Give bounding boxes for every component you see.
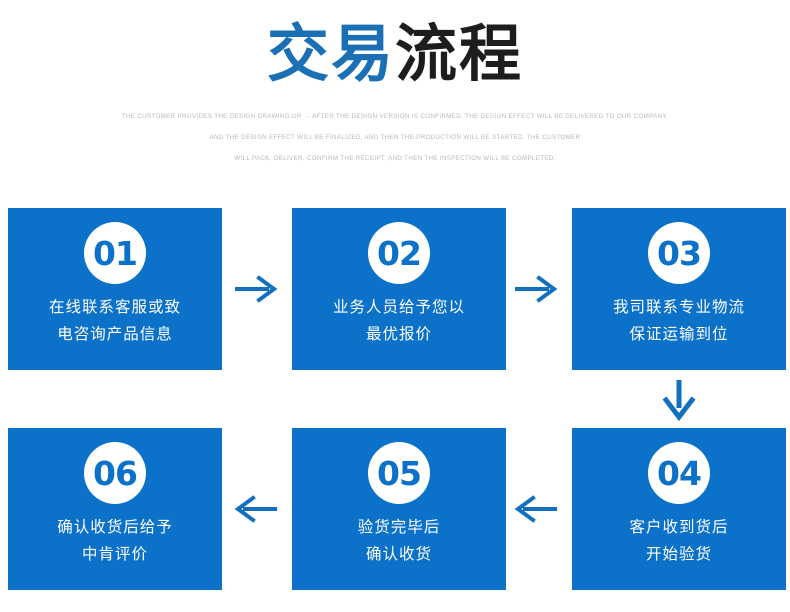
step-caption-04: 客户收到货后 开始验货 — [629, 514, 728, 568]
step-caption-04-line2: 开始验货 — [645, 545, 712, 563]
step-caption-01-line2: 电咨询产品信息 — [57, 325, 173, 343]
step-number-circle-06: 06 — [84, 442, 146, 504]
step-card-02[interactable]: 02 业务人员给予您以 最优报价 — [292, 208, 506, 370]
step-number-02: 02 — [377, 233, 422, 273]
step-number-circle-01: 01 — [84, 222, 146, 284]
step-caption-03-line1: 我司联系专业物流 — [612, 298, 745, 316]
step-number-circle-04: 04 — [648, 442, 710, 504]
step-card-04[interactable]: 04 客户收到货后 开始验货 — [572, 428, 786, 590]
step-number-03: 03 — [657, 233, 702, 273]
step-number-circle-02: 02 — [368, 222, 430, 284]
arrow-left-icon-1 — [233, 492, 279, 526]
step-caption-06: 确认收货后给予 中肯评价 — [57, 514, 173, 568]
step-card-01[interactable]: 01 在线联系客服或致 电咨询产品信息 — [8, 208, 222, 370]
header: 交易流程 THE CUSTOMER PROVIDES THE DESIGN DR… — [0, 0, 790, 169]
arrow-right-icon-1 — [233, 272, 279, 306]
step-caption-04-line1: 客户收到货后 — [629, 518, 729, 536]
subtitle-line-2: AND THE DESIGN EFFECT WILL BE FINALIZED,… — [209, 134, 581, 141]
arrow-left-icon-2 — [513, 492, 559, 526]
step-caption-03-line2: 保证运输到位 — [629, 325, 729, 343]
step-caption-05-line1: 验货完毕后 — [357, 518, 441, 536]
step-number-06: 06 — [93, 453, 138, 493]
page-title-dark: 流程 — [395, 17, 524, 90]
subtitle-line-3: WILL PACK, DELIVER, CONFIRM THE RECEIPT,… — [234, 155, 556, 162]
step-caption-02-line2: 最优报价 — [365, 325, 432, 343]
step-caption-06-line2: 中肯评价 — [81, 545, 148, 563]
page-title: 交易流程 — [0, 0, 790, 92]
step-card-05[interactable]: 05 验货完毕后 确认收货 — [292, 428, 506, 590]
page-title-blue: 交易 — [266, 17, 395, 90]
step-number-circle-03: 03 — [648, 222, 710, 284]
step-caption-01: 在线联系客服或致 电咨询产品信息 — [49, 294, 181, 348]
step-caption-05-line2: 确认收货 — [365, 545, 432, 563]
step-number-05: 05 — [377, 453, 422, 493]
arrow-down-icon — [656, 378, 702, 422]
subtitle-block: THE CUSTOMER PROVIDES THE DESIGN DRAWING… — [0, 92, 790, 169]
step-caption-01-line1: 在线联系客服或致 — [48, 298, 181, 316]
step-card-03[interactable]: 03 我司联系专业物流 保证运输到位 — [572, 208, 786, 370]
step-caption-05: 验货完毕后 确认收货 — [358, 514, 441, 568]
step-card-06[interactable]: 06 确认收货后给予 中肯评价 — [8, 428, 222, 590]
step-caption-03: 我司联系专业物流 保证运输到位 — [613, 294, 745, 348]
subtitle-line-1: THE CUSTOMER PROVIDES THE DESIGN DRAWING… — [121, 113, 669, 120]
step-caption-02-line1: 业务人员给予您以 — [332, 298, 465, 316]
step-caption-06-line1: 确认收货后给予 — [57, 518, 173, 536]
step-number-04: 04 — [657, 453, 702, 493]
step-number-circle-05: 05 — [368, 442, 430, 504]
step-number-01: 01 — [93, 233, 138, 273]
arrow-right-icon-2 — [513, 272, 559, 306]
step-caption-02: 业务人员给予您以 最优报价 — [333, 294, 465, 348]
